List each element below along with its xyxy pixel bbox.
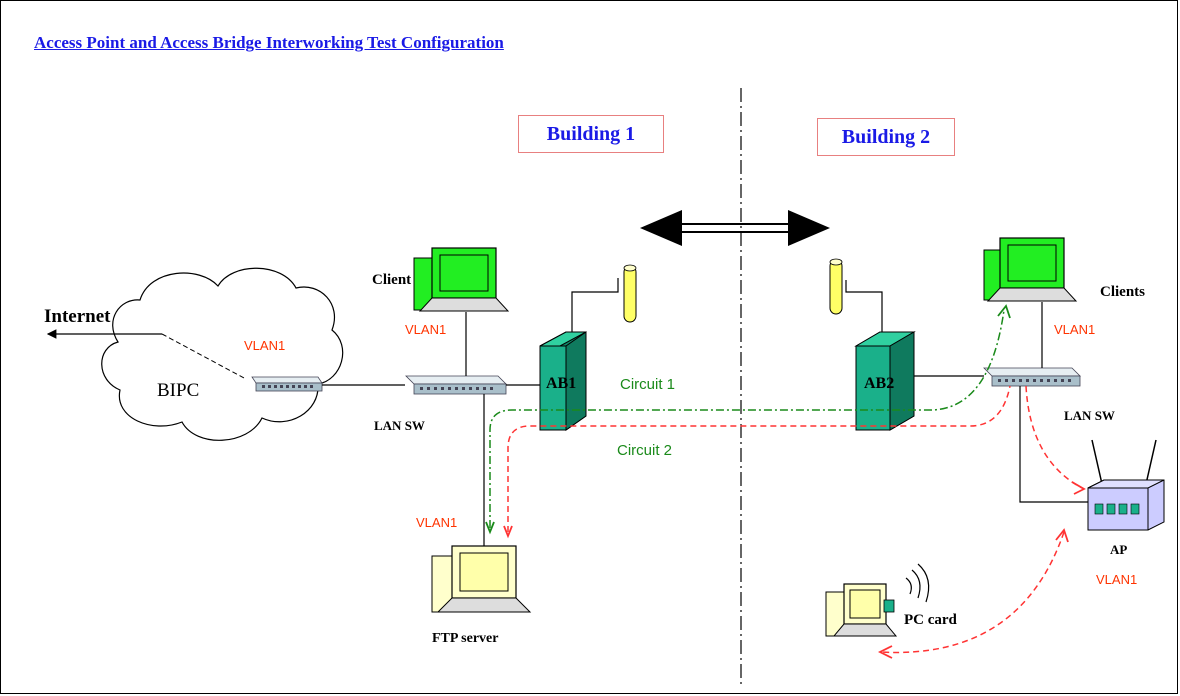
internet-label: Internet	[44, 306, 111, 327]
vlan-clients-label: VLAN1	[1054, 322, 1095, 337]
ab2-label: AB2	[864, 375, 894, 392]
bipc-cloud	[101, 267, 344, 441]
circuit-1-label: Circuit 1	[620, 376, 675, 393]
ap-label: AP	[1110, 542, 1127, 557]
circuit-2-ap-path	[1025, 385, 1083, 489]
ftp-server-label: FTP server	[432, 631, 498, 646]
vlan-ap-label: VLAN1	[1096, 572, 1137, 587]
circuit-2-path	[507, 385, 1011, 532]
pc-card-computer-icon	[825, 583, 898, 637]
ftp-server-computer-icon	[431, 545, 532, 613]
pc-card-label: PC card	[904, 612, 958, 628]
circuit-1-path	[489, 309, 1005, 528]
client-computer-icon	[413, 247, 510, 312]
access-point-icon	[1087, 439, 1165, 531]
wireless-ap-pccard-path	[879, 531, 1065, 654]
lan-sw-left-label: LAN SW	[374, 418, 425, 433]
vlan-ftp-label: VLAN1	[416, 515, 457, 530]
ab1-label: AB1	[546, 375, 576, 392]
building-1-label: Building 1	[518, 115, 664, 153]
lan-switch-left-icon	[405, 375, 507, 395]
vlan-cloud-label: VLAN1	[244, 338, 285, 353]
clients-label: Clients	[1100, 284, 1145, 300]
wireless-signal-icon	[905, 563, 930, 603]
lan-switch-right-icon	[983, 367, 1081, 387]
bipc-label: BIPC	[157, 380, 199, 401]
diagram-title: Access Point and Access Bridge Interwork…	[34, 33, 504, 52]
circuit-2-label: Circuit 2	[617, 442, 672, 459]
ab1-bridge-icon	[539, 331, 587, 431]
lan-sw-right-label: LAN SW	[1064, 408, 1115, 423]
ab2-bridge-icon	[854, 331, 916, 431]
building-2-label: Building 2	[817, 118, 955, 156]
clients-computer-icon	[983, 237, 1078, 302]
ab1-antenna-icon	[623, 264, 637, 323]
vlan-client-label: VLAN1	[405, 322, 446, 337]
wireless-link-arrow	[640, 210, 830, 246]
client-label: Client	[372, 272, 411, 288]
ab2-antenna-icon	[829, 258, 843, 315]
bipc-switch-icon	[251, 376, 323, 392]
